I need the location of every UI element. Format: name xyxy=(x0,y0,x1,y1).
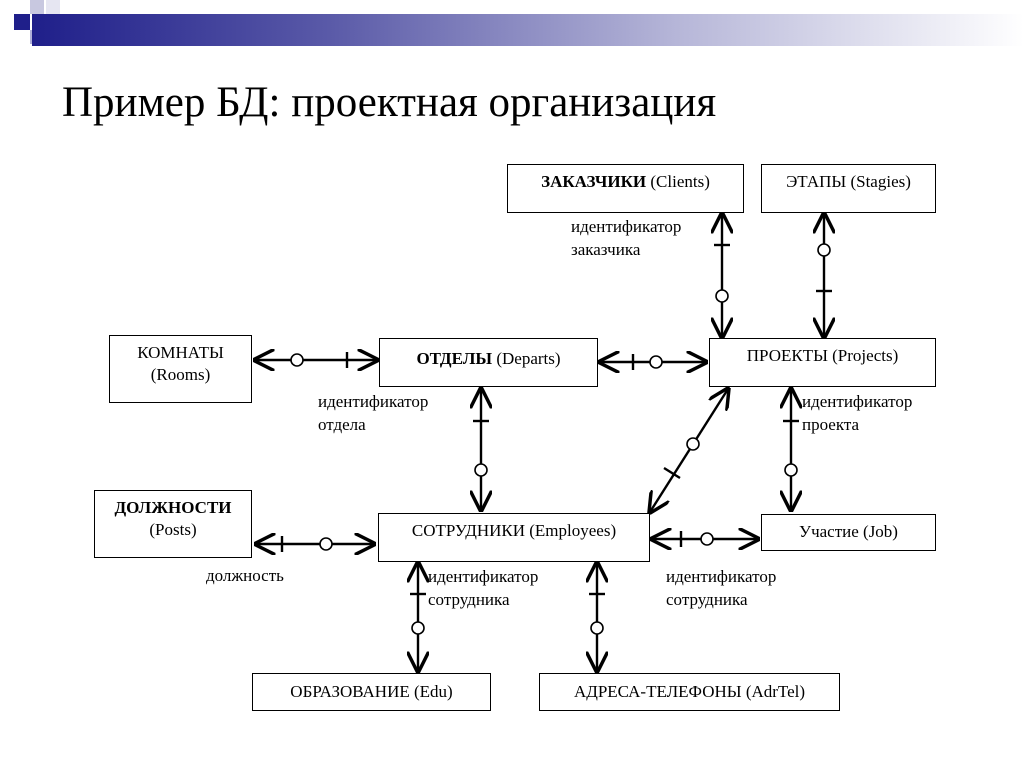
label-employee-id-right: идентификатор сотрудника xyxy=(666,565,776,611)
label-employee-id-left: идентификатор сотрудника xyxy=(428,565,538,611)
entity-stages: ЭТАПЫ (Stagies) xyxy=(761,164,936,213)
entity-employees-name: СОТРУДНИКИ (Employees) xyxy=(411,521,617,540)
label-depart-id: идентификатор отдела xyxy=(318,390,428,436)
label-depart-id-line1: идентификатор xyxy=(318,392,429,411)
entity-posts: ДОЛЖНОСТИ (Posts) xyxy=(94,490,252,558)
entity-rooms: КОМНАТЫ (Rooms) xyxy=(109,335,252,403)
label-depart-id-line2: отдела xyxy=(318,415,366,434)
entity-clients-alias: (Clients) xyxy=(646,172,710,191)
label-employee-id-left-line2: сотрудника xyxy=(428,590,510,609)
entity-rooms-alias: (Rooms) xyxy=(150,365,211,384)
entity-departs: ОТДЕЛЫ (Departs) xyxy=(379,338,598,387)
label-employee-id-right-line1: идентификатор xyxy=(666,567,777,586)
entity-adrtel-name: АДРЕСА-ТЕЛЕФОНЫ (AdrTel) xyxy=(573,682,806,701)
entity-stages-name: ЭТАПЫ (Stagies) xyxy=(786,172,911,191)
entity-posts-alias: (Posts) xyxy=(149,520,197,539)
entity-projects-name: ПРОЕКТЫ (Projects) xyxy=(746,346,899,365)
label-client-id-line2: заказчика xyxy=(571,240,641,259)
entity-adrtel: АДРЕСА-ТЕЛЕФОНЫ (AdrTel) xyxy=(539,673,840,711)
entity-posts-name: ДОЛЖНОСТИ xyxy=(114,498,232,517)
label-project-id-line2: проекта xyxy=(802,415,860,434)
label-post: должность xyxy=(206,564,284,587)
label-project-id: идентификатор проекта xyxy=(802,390,912,436)
entity-clients: ЗАКАЗЧИКИ (Clients) xyxy=(507,164,744,213)
entity-job-name: Участие (Job) xyxy=(799,522,898,541)
label-client-id: идентификатор заказчика xyxy=(571,215,681,261)
label-post-line1: должность xyxy=(206,566,284,585)
entity-edu: ОБРАЗОВАНИЕ (Edu) xyxy=(252,673,491,711)
label-employee-id-left-line1: идентификатор xyxy=(428,567,539,586)
entity-employees: СОТРУДНИКИ (Employees) xyxy=(378,513,650,562)
entity-job: Участие (Job) xyxy=(761,514,936,551)
label-employee-id-right-line2: сотрудника xyxy=(666,590,748,609)
entity-edu-name: ОБРАЗОВАНИЕ (Edu) xyxy=(290,682,453,701)
entity-departs-name: ОТДЕЛЫ xyxy=(416,349,493,368)
label-project-id-line1: идентификатор xyxy=(802,392,913,411)
entity-projects: ПРОЕКТЫ (Projects) xyxy=(709,338,936,387)
title-banner xyxy=(32,14,1024,46)
label-client-id-line1: идентификатор xyxy=(571,217,682,236)
entity-departs-alias: (Departs) xyxy=(492,349,561,368)
entity-rooms-name: КОМНАТЫ xyxy=(137,343,224,362)
page-title: Пример БД: проектная организация xyxy=(62,79,717,126)
entity-clients-name: ЗАКАЗЧИКИ xyxy=(541,172,647,191)
